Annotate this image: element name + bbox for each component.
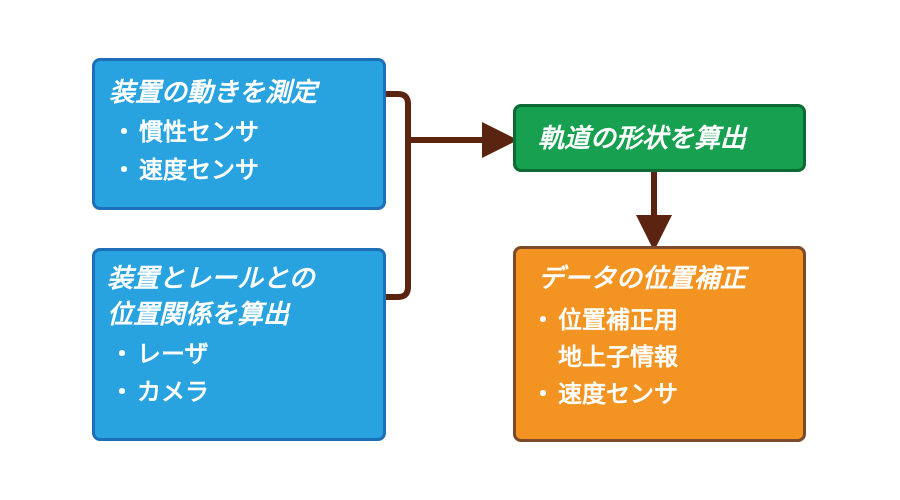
bullet-dot: ・ xyxy=(531,306,555,334)
bullet-dot: ・ xyxy=(531,380,555,408)
box-relation-title-line2: 位置関係を算出 xyxy=(107,300,290,330)
box-measure-title: 装置の動きを測定 xyxy=(109,78,318,108)
item-label: 速度センサ xyxy=(139,156,259,184)
list-item: ・慣性センサ xyxy=(109,113,383,151)
list-item: ・速度センサ xyxy=(109,151,383,189)
list-item: ・レーザ xyxy=(107,335,383,373)
bullet-dot: ・ xyxy=(110,340,134,368)
box-track-shape: 軌道の形状を算出 xyxy=(513,104,806,172)
item-label: 速度センサ xyxy=(558,380,678,408)
bullet-dot: ・ xyxy=(112,118,136,146)
item-label: カメラ xyxy=(137,378,209,406)
list-item: ・速度センサ xyxy=(528,375,803,413)
item-label: レーザ xyxy=(137,340,209,368)
list-item: ・カメラ xyxy=(107,373,383,411)
box-track-title: 軌道の形状を算出 xyxy=(538,124,747,154)
box-measure-motion: 装置の動きを測定 ・慣性センサ ・速度センサ xyxy=(92,58,386,210)
box-correct-title: データの位置補正 xyxy=(538,264,747,294)
item-label-continuation: 地上子情報 xyxy=(558,343,678,371)
bracket-connector xyxy=(386,91,411,300)
box-rail-relation: 装置とレールとの 位置関係を算出 ・レーザ ・カメラ xyxy=(92,248,386,441)
bullet-dot: ・ xyxy=(110,378,134,406)
box-relation-title-line1: 装置とレールとの xyxy=(107,264,315,294)
item-label: 慣性センサ xyxy=(139,118,259,146)
item-label: 位置補正用 xyxy=(558,306,678,334)
bullet-dot: ・ xyxy=(112,156,136,184)
list-item: ・位置補正用 xyxy=(528,301,803,339)
box-data-correction: データの位置補正 ・位置補正用 地上子情報 ・速度センサ xyxy=(513,246,806,442)
